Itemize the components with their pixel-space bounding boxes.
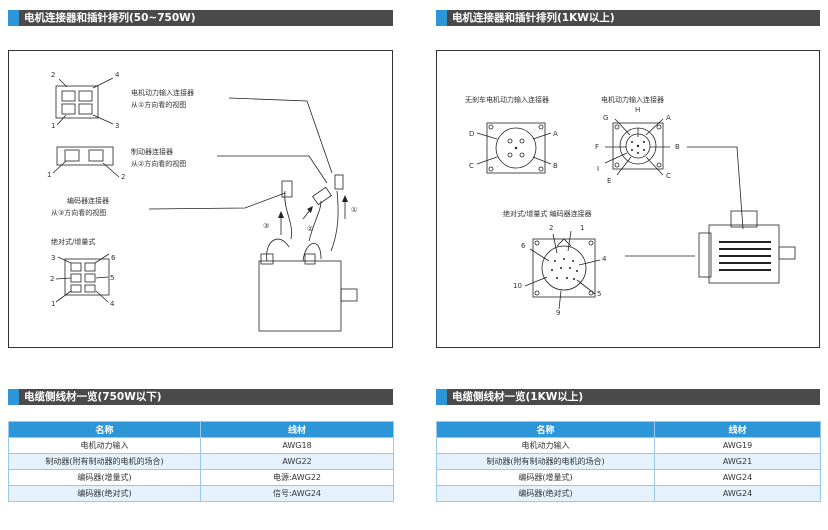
pin-label: 3: [115, 122, 120, 130]
table-row: 电机动力输入 AWG18: [8, 437, 394, 454]
cell-name: 电机动力输入: [436, 437, 655, 454]
pin-label: 6: [111, 254, 116, 262]
encoder-connector-label: 绝对式/增量式 编码器连接器: [503, 210, 592, 218]
pin-label: G: [603, 114, 609, 122]
cell-name: 编码器(增量式): [436, 469, 655, 486]
cell-name: 编码器(绝对式): [8, 485, 201, 502]
brake-view-label: 从②方向看的视图: [131, 160, 187, 168]
pin-label: F: [595, 143, 600, 151]
pin-label: 4: [110, 300, 115, 308]
pin-label: B: [675, 143, 680, 151]
pin-label: 4: [602, 255, 607, 263]
table-row: 编码器(绝对式) 信号:AWG24: [8, 485, 394, 502]
table-row: 编码器(绝对式) AWG24: [436, 485, 821, 502]
pin-label: 1: [47, 171, 52, 179]
no-brake-power-label: 无刹车电机动力输入连接器: [465, 96, 549, 104]
large-motor-illustration: [476, 118, 796, 310]
pin-label: C: [666, 172, 671, 180]
pin-label: 5: [597, 290, 602, 298]
cell-wire: AWG18: [200, 437, 394, 454]
section-header-cable-large: 电缆侧线材一览(1KW以上): [436, 389, 820, 405]
power-connector-label: 电机动力输入连接器: [601, 96, 664, 104]
pin-label: 2: [121, 173, 126, 181]
pin-label: 1: [51, 122, 56, 130]
pin-label: B: [553, 162, 558, 170]
power-view-label: 从①方向看的视图: [131, 101, 187, 109]
pin-label: D: [469, 130, 475, 138]
pin-label: 1: [51, 300, 56, 308]
direction-arrow-label: ②: [307, 225, 314, 233]
power-connector-label: 电机动力输入连接器: [131, 89, 194, 97]
pin-label: 5: [110, 274, 115, 282]
pin-label: 1: [580, 224, 585, 232]
encoder-view-label: 从③方向看的视图: [51, 209, 107, 217]
pin-label: 2: [549, 224, 554, 232]
cell-name: 电机动力输入: [8, 437, 201, 454]
pin-label: I: [597, 165, 600, 173]
table-row: 制动器(附有制动器的电机的场合) AWG21: [436, 453, 821, 470]
cell-wire: 信号:AWG24: [200, 485, 394, 502]
cable-table-small: 名称 线材 电机动力输入 AWG18 制动器(附有制动器的电机的场合) AWG2…: [8, 421, 394, 502]
table-header-row: 名称 线材: [436, 421, 821, 438]
column-header-wire: 线材: [654, 421, 821, 438]
table-row: 制动器(附有制动器的电机的场合) AWG22: [8, 453, 394, 470]
cell-wire: AWG24: [654, 485, 821, 502]
encoder-connector-label: 编码器连接器: [67, 197, 109, 205]
pin-label: C: [469, 162, 474, 170]
pin-label: A: [553, 130, 558, 138]
pin-label: 4: [115, 71, 120, 79]
pin-label: 6: [521, 242, 526, 250]
direction-arrow-label: ①: [351, 206, 358, 214]
direction-arrow-label: ③: [263, 222, 270, 230]
cell-wire: AWG21: [654, 453, 821, 470]
cell-wire: AWG22: [200, 453, 394, 470]
section-header-cable-small: 电缆侧线材一览(750W以下): [8, 389, 393, 405]
section-header-motor-large: 电机连接器和插针排列(1KW以上): [436, 10, 820, 26]
column-header-wire: 线材: [200, 421, 394, 438]
cell-name: 编码器(增量式): [8, 469, 201, 486]
cell-wire: AWG24: [654, 469, 821, 486]
pin-label: A: [666, 114, 671, 122]
abs-inc-label: 绝对式/增量式: [51, 238, 96, 246]
cell-name: 制动器(附有制动器的电机的场合): [436, 453, 655, 470]
table-row: 编码器(增量式) AWG24: [436, 469, 821, 486]
pin-label: E: [607, 177, 612, 185]
table-row: 电机动力输入 AWG19: [436, 437, 821, 454]
column-header-name: 名称: [8, 421, 201, 438]
pin-label: 10: [513, 282, 522, 290]
section-header-motor-small: 电机连接器和插针排列(50~750W): [8, 10, 393, 26]
cell-name: 编码器(绝对式): [436, 485, 655, 502]
pin-label: H: [635, 106, 641, 114]
table-row: 编码器(增量式) 电源:AWG22: [8, 469, 394, 486]
pin-label: 2: [51, 71, 56, 79]
brake-connector-label: 制动器连接器: [131, 148, 173, 156]
pin-label: 3: [51, 254, 56, 262]
cable-table-large: 名称 线材 电机动力输入 AWG19 制动器(附有制动器的电机的场合) AWG2…: [436, 421, 821, 502]
small-motor-illustration: [52, 77, 358, 332]
cell-name: 制动器(附有制动器的电机的场合): [8, 453, 201, 470]
column-header-name: 名称: [436, 421, 655, 438]
cell-wire: AWG19: [654, 437, 821, 454]
table-header-row: 名称 线材: [8, 421, 394, 438]
diagram-panel-small-motor: 2 4 1 3 电机动力输入连接器 从①方向看的视图 1 2 制动器连接器 从②…: [8, 50, 393, 348]
diagram-panel-large-motor: 无刹车电机动力输入连接器 电机动力输入连接器 D A C B H G A F B…: [436, 50, 820, 348]
cell-wire: 电源:AWG22: [200, 469, 394, 486]
pin-label: 9: [556, 309, 561, 317]
pin-label: 2: [50, 275, 55, 283]
